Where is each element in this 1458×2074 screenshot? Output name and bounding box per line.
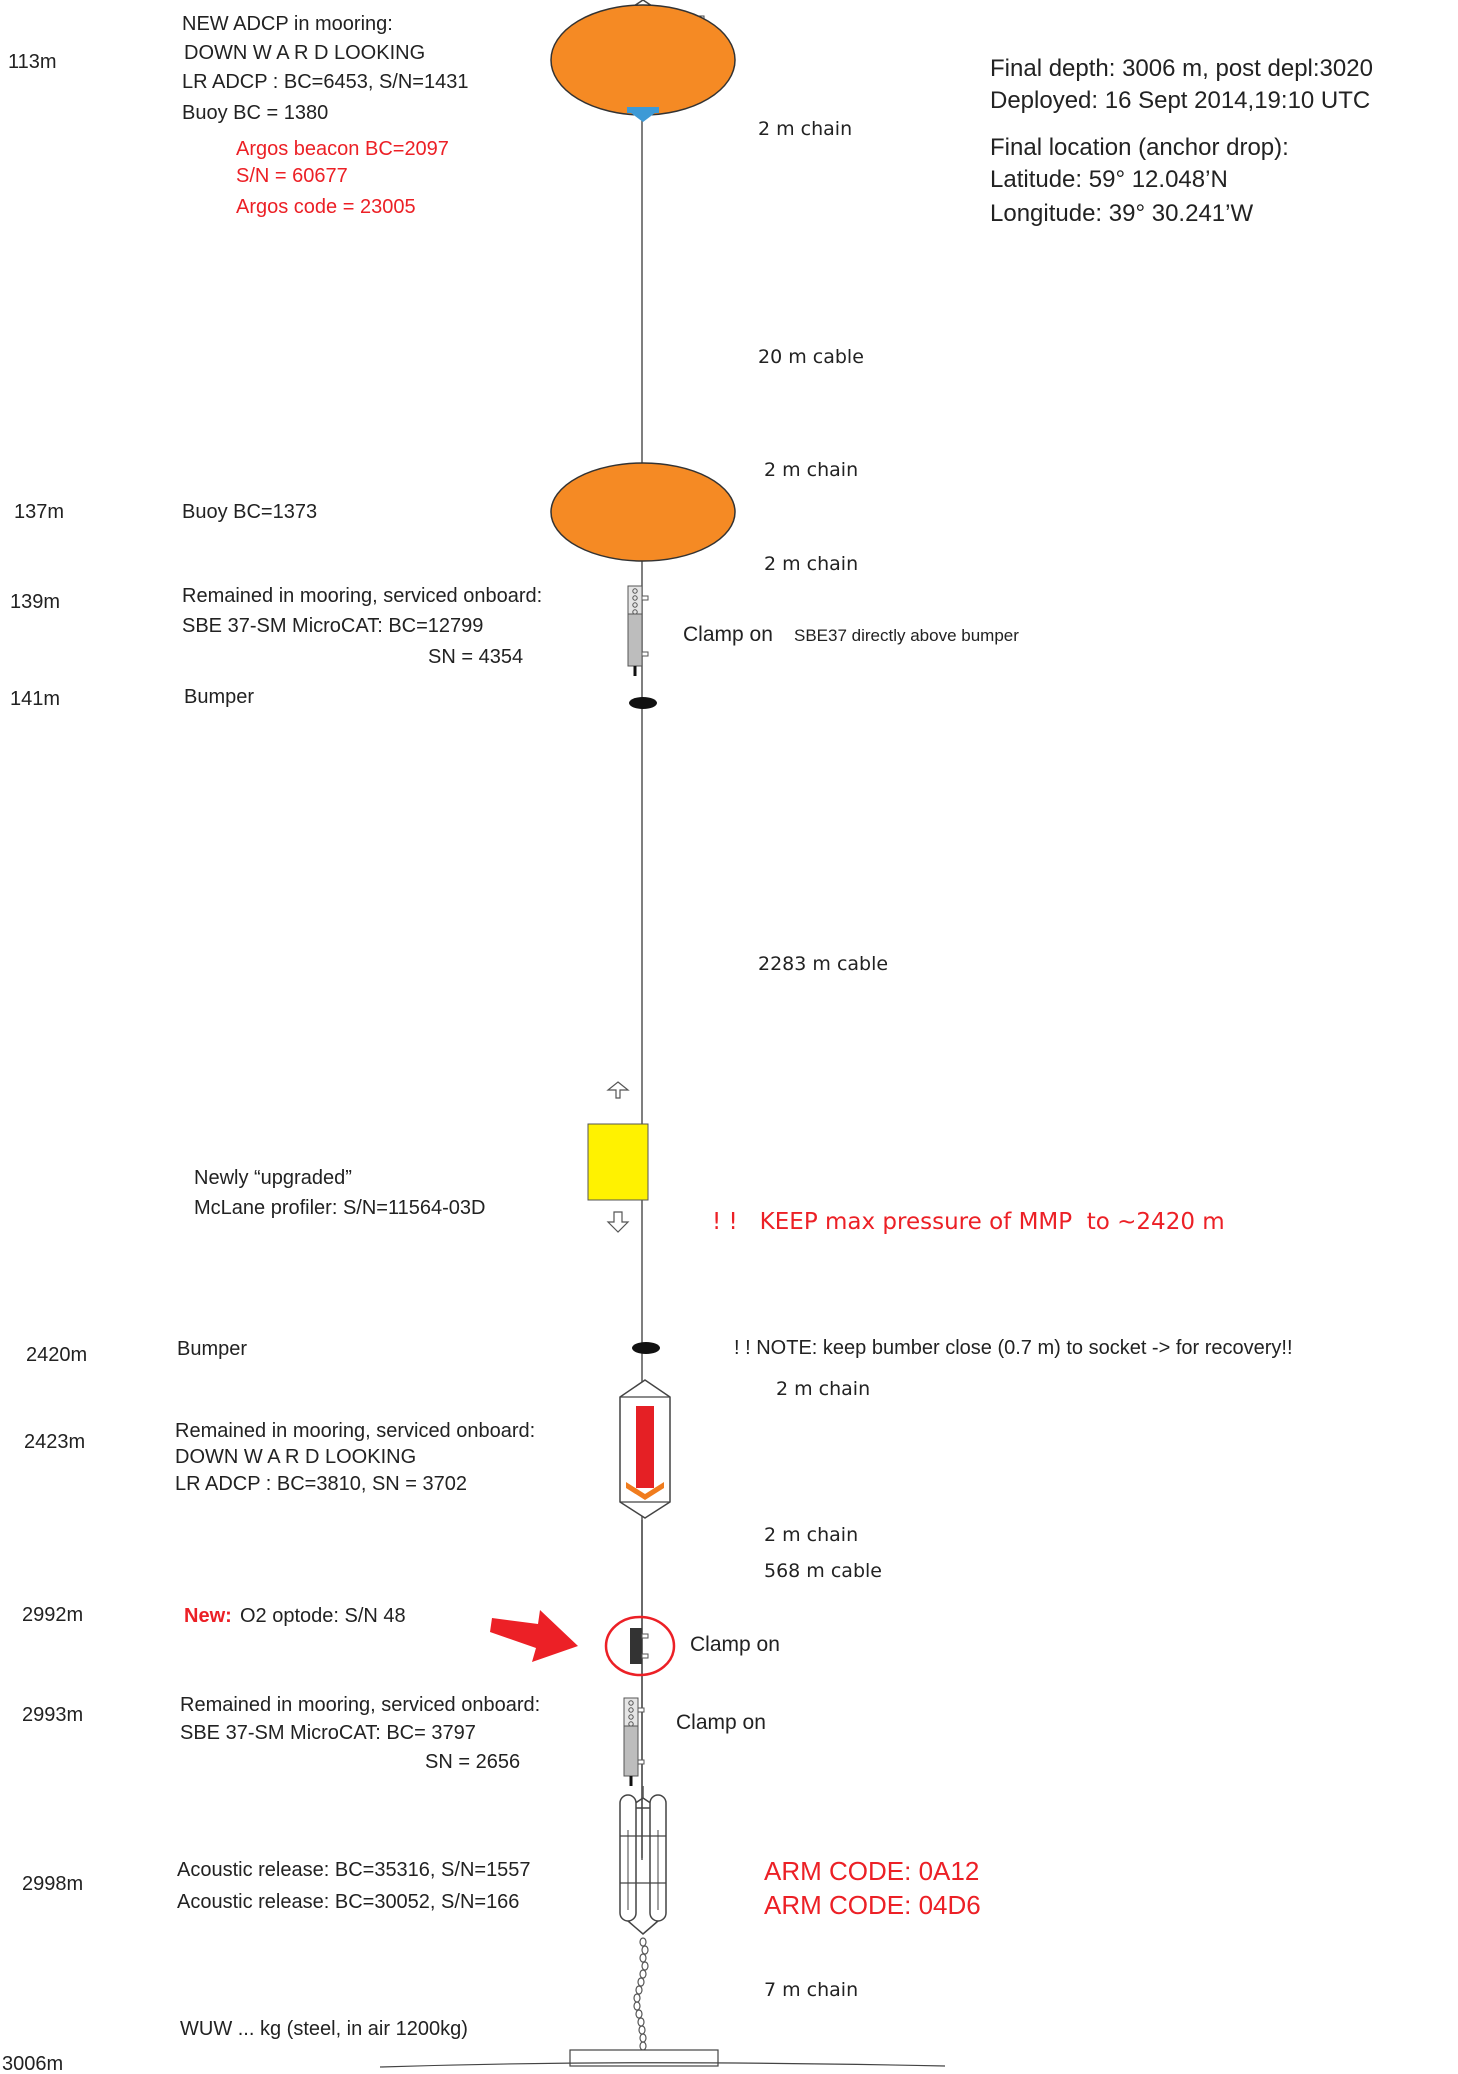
arm-code-2: ARM CODE: 04D6	[764, 1890, 981, 1920]
adcp2-line2: DOWN W A R D LOOKING	[175, 1446, 416, 1468]
argos-sn: S/N = 60677	[236, 165, 348, 187]
arrow-up-icon	[606, 1081, 630, 1099]
info-longitude: Longitude: 39° 30.241’W	[990, 200, 1253, 227]
arrow-down-icon	[606, 1211, 630, 1233]
segment-568m-cable: 568 m cable	[764, 1560, 882, 1582]
mclane-profiler	[587, 1081, 649, 1233]
depth-2993: 2993m	[22, 1704, 83, 1726]
depth-2420: 2420m	[26, 1344, 87, 1366]
depth-3006: 3006m	[2, 2053, 63, 2074]
microcat-1	[627, 585, 649, 676]
buoy2-label: Buoy BC=1373	[182, 501, 317, 523]
depth-2992: 2992m	[22, 1604, 83, 1626]
segment-7m-chain: 7 m chain	[764, 1979, 858, 2001]
acoustic-releases	[619, 1786, 667, 1935]
argos-code: Argos code = 23005	[236, 196, 416, 218]
depth-2423: 2423m	[24, 1431, 85, 1453]
top-buoy-line2: DOWN W A R D LOOKING	[184, 42, 425, 64]
bumper2-label: Bumper	[177, 1338, 247, 1360]
microcat1-line3: SN = 4354	[428, 646, 523, 668]
optode-new: New:	[184, 1605, 232, 1627]
seafloor-line	[379, 2062, 946, 2068]
adcp-cage-2423	[619, 1379, 671, 1519]
optode-label: O2 optode: S/N 48	[240, 1605, 406, 1627]
profiler-line1: Newly “upgraded”	[194, 1167, 352, 1189]
info-location-title: Final location (anchor drop):	[990, 134, 1289, 161]
arm-code-1: ARM CODE: 0A12	[764, 1856, 979, 1886]
adcp2-line3: LR ADCP : BC=3810, SN = 3702	[175, 1473, 467, 1495]
segment-2m-chain-3: 2 m chain	[764, 553, 858, 575]
profiler-line2: McLane profiler: S/N=11564-03D	[194, 1197, 485, 1219]
anchor-chain	[633, 1937, 649, 2051]
top-buoy-line4: Buoy BC = 1380	[182, 102, 328, 124]
anchor-weight	[569, 2049, 719, 2067]
microcat2-clamp: Clamp on	[676, 1711, 766, 1734]
segment-2m-chain-2: 2 m chain	[764, 459, 858, 481]
info-latitude: Latitude: 59° 12.048’N	[990, 166, 1228, 193]
microcat2-line2: SBE 37-SM MicroCAT: BC= 3797	[180, 1722, 476, 1744]
optode-clamp: Clamp on	[690, 1633, 780, 1656]
red-arrow-icon	[490, 1610, 578, 1662]
segment-20m-cable: 20 m cable	[758, 346, 864, 368]
microcat1-line1: Remained in mooring, serviced onboard:	[182, 585, 542, 607]
bumper-141	[629, 697, 657, 709]
segment-2m-chain-1: 2 m chain	[758, 118, 852, 140]
top-buoy-line1: NEW ADCP in mooring:	[182, 13, 393, 35]
o2-optode	[604, 1615, 676, 1677]
adcp2-line1: Remained in mooring, serviced onboard:	[175, 1420, 535, 1442]
depth-141: 141m	[10, 688, 60, 710]
segment-2m-chain-4: 2 m chain	[776, 1378, 870, 1400]
profiler-warning: ! ! KEEP max pressure of MMP to ~2420 m	[712, 1209, 1225, 1235]
release1-label: Acoustic release: BC=35316, S/N=1557	[177, 1859, 531, 1881]
depth-113: 113m	[8, 51, 57, 73]
argos-beacon: Argos beacon BC=2097	[236, 138, 449, 160]
microcat2-line1: Remained in mooring, serviced onboard:	[180, 1694, 540, 1716]
bumper-2420	[632, 1342, 660, 1354]
bumper2-note: ! ! NOTE: keep bumber close (0.7 m) to s…	[734, 1337, 1293, 1359]
segment-2m-chain-5: 2 m chain	[764, 1524, 858, 1546]
depth-137: 137m	[14, 501, 64, 523]
depth-139: 139m	[10, 591, 60, 613]
microcat1-line2: SBE 37-SM MicroCAT: BC=12799	[182, 615, 483, 637]
top-buoy-line3: LR ADCP : BC=6453, S/N=1431	[182, 71, 468, 93]
microcat-2	[623, 1697, 645, 1786]
bumper1-label: Bumper	[184, 686, 254, 708]
depth-2998: 2998m	[22, 1873, 83, 1895]
anchor-label: WUW ... kg (steel, in air 1200kg)	[180, 2018, 468, 2040]
microcat2-line3: SN = 2656	[425, 1751, 520, 1773]
segment-2283m-cable: 2283 m cable	[758, 953, 888, 975]
info-final-depth: Final depth: 3006 m, post depl:3020	[990, 55, 1373, 82]
top-buoy	[550, 0, 736, 122]
microcat1-clamp: Clamp on	[683, 623, 773, 646]
release2-label: Acoustic release: BC=30052, S/N=166	[177, 1891, 519, 1913]
microcat1-clamp-note: SBE37 directly above bumper	[794, 626, 1019, 645]
buoy-1373	[550, 462, 736, 562]
info-deployed: Deployed: 16 Sept 2014,19:10 UTC	[990, 87, 1370, 114]
